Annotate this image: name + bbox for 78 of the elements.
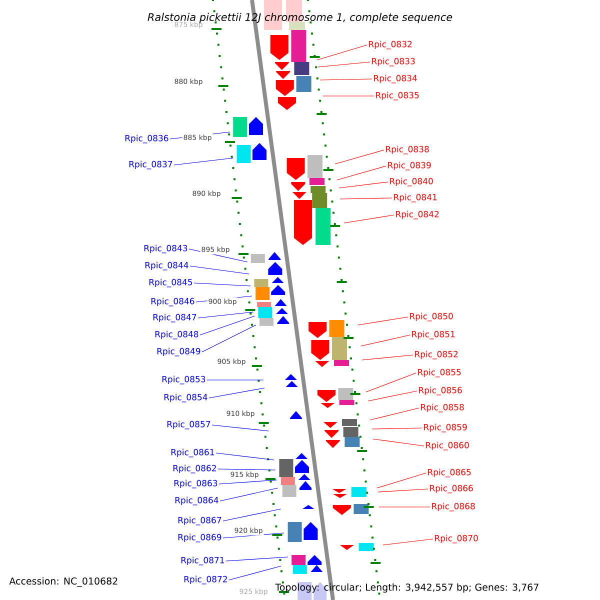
gene-label: Rpic_0847: [153, 314, 196, 322]
leader-line: [376, 472, 426, 488]
gene-label: Rpic_0863: [174, 480, 218, 488]
leader-line: [358, 316, 408, 326]
leader-line: [316, 44, 368, 60]
gene-label: Rpic_0862: [173, 464, 216, 474]
gene-label: Rpic_0841: [394, 194, 437, 202]
gene-label: Rpic_0837: [129, 160, 172, 170]
gene-label: Rpic_0865: [428, 468, 471, 478]
gene-label: Rpic_0848: [155, 330, 198, 340]
leader-line: [366, 372, 416, 392]
gene-label: Rpic_0859: [424, 424, 467, 432]
footer-text: Accession: NC_010682: [9, 577, 118, 587]
gene-label: Rpic_0834: [374, 74, 417, 84]
gene-label: Rpic_0842: [396, 210, 439, 220]
leader-line: [200, 316, 255, 336]
gene-label: Rpic_0872: [184, 576, 227, 584]
gene-label: Rpic_0870: [435, 534, 478, 544]
gene-label: Rpic_0845: [149, 278, 192, 288]
leader-line: [194, 282, 251, 286]
leader-line: [220, 488, 278, 502]
gene-label: Rpic_0844: [145, 262, 188, 270]
leader-line: [226, 556, 288, 562]
gene-label: Rpic_0853: [162, 376, 206, 384]
gene-label: Rpic_0867: [178, 516, 222, 526]
leader-line: [318, 62, 370, 68]
leader-line: [372, 438, 424, 446]
gene-label: Rpic_0839: [388, 162, 431, 170]
gene-label: Rpic_0861: [171, 448, 214, 458]
gene-label: Rpic_0854: [164, 394, 208, 402]
gene-label: Rpic_0836: [125, 134, 168, 144]
gene-label: Rpic_0833: [372, 58, 415, 66]
gene-label: Rpic_0866: [430, 484, 473, 494]
leader-line: [344, 214, 394, 224]
leader-line: [216, 452, 274, 460]
gene-label: Rpic_0835: [376, 92, 419, 100]
gene-label: Rpic_0849: [157, 348, 200, 356]
leader-line: [368, 390, 418, 402]
gene-label: Rpic_0869: [178, 534, 222, 542]
leader-line: [222, 508, 281, 522]
gene-label: Rpic_0857: [167, 420, 210, 430]
leader-line: [190, 266, 250, 274]
leader-line: [198, 312, 254, 318]
gene-label: Rpic_0838: [386, 146, 429, 154]
gene-label: Rpic_0840: [390, 178, 433, 186]
gene-label: Rpic_0850: [410, 312, 453, 322]
leader-line: [378, 506, 430, 508]
footer-text: Topology: circular; Length: 3,942,557 bp; Genes: 3,767: [275, 583, 538, 593]
leader-line: [378, 488, 428, 492]
gene-label: Rpic_0846: [151, 298, 194, 306]
leader-line: [370, 408, 420, 420]
leader-line: [202, 324, 256, 352]
leader-line: [360, 334, 410, 346]
gene-label: Rpic_0860: [426, 442, 469, 450]
gene-label: Rpic_0868: [432, 502, 475, 512]
leader-line: [338, 182, 388, 188]
leader-line: [218, 468, 276, 470]
gene-label: Rpic_0852: [415, 350, 458, 360]
gene-label: Rpic_0871: [181, 556, 224, 566]
leader-line: [212, 424, 269, 432]
gene-label: Rpic_0864: [175, 496, 218, 506]
gene-label: Rpic_0858: [421, 404, 464, 412]
leader-line: [336, 166, 386, 180]
leader-line: [340, 198, 392, 200]
leader-line: [320, 78, 372, 80]
gene-label: Rpic_0856: [419, 386, 462, 396]
leader-line: [362, 354, 414, 360]
leader-line: [228, 566, 282, 580]
leader-line: [218, 480, 278, 484]
leader-line: [372, 428, 422, 430]
leader-line: [334, 150, 384, 164]
gene-label: Rpic_0832: [369, 40, 412, 50]
leader-line: [174, 158, 234, 166]
leader-line: [382, 538, 434, 546]
leader-line: [208, 388, 265, 398]
gene-label: Rpic_0855: [418, 368, 461, 378]
gene-label: Rpic_0851: [412, 330, 455, 340]
gene-label: Rpic_0843: [144, 244, 188, 254]
